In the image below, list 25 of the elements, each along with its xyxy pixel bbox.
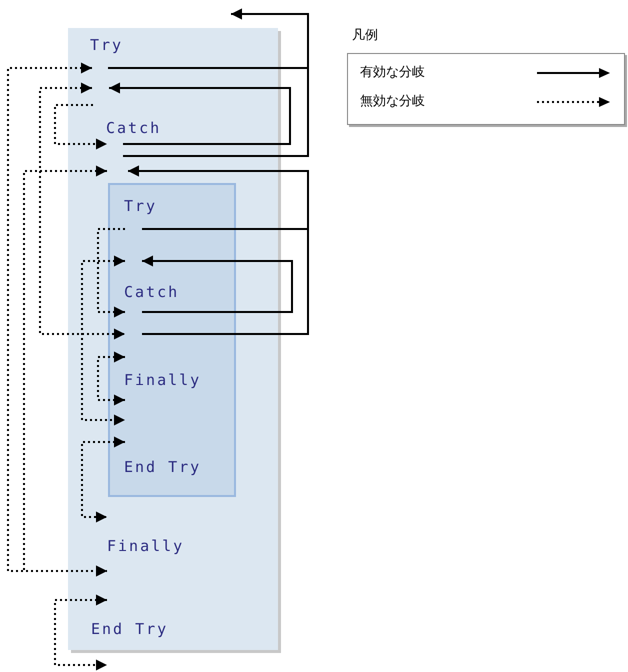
- code-block-box: [108, 183, 236, 497]
- keyword-label: Try: [90, 36, 124, 54]
- dotted-arrow: [39, 82, 125, 340]
- dotted-arrow: [54, 104, 107, 150]
- dotted-arrow: [23, 166, 107, 576]
- keyword-label: End Try: [124, 458, 202, 476]
- dotted-arrow: [97, 352, 125, 406]
- keyword-label: Finally: [124, 371, 202, 389]
- legend-heading: 凡例: [352, 28, 378, 44]
- dotted-arrow: [81, 436, 125, 522]
- legend-label: 無効な分岐: [360, 94, 425, 110]
- dotted-arrow: [81, 256, 125, 426]
- dotted-arrow: [54, 594, 107, 670]
- arrow: [123, 8, 309, 157]
- keyword-label: End Try: [91, 620, 168, 638]
- code-block-box: [68, 28, 278, 650]
- keyword-label: Catch: [124, 283, 180, 301]
- keyword-label: Catch: [106, 119, 162, 137]
- arrow: [128, 166, 309, 335]
- legend-label: 有効な分岐: [360, 65, 425, 81]
- arrow: [109, 82, 291, 145]
- keyword-label: Finally: [107, 537, 184, 555]
- keyword-label: Try: [124, 197, 158, 215]
- arrow: [142, 256, 293, 313]
- dotted-arrow: [97, 228, 125, 318]
